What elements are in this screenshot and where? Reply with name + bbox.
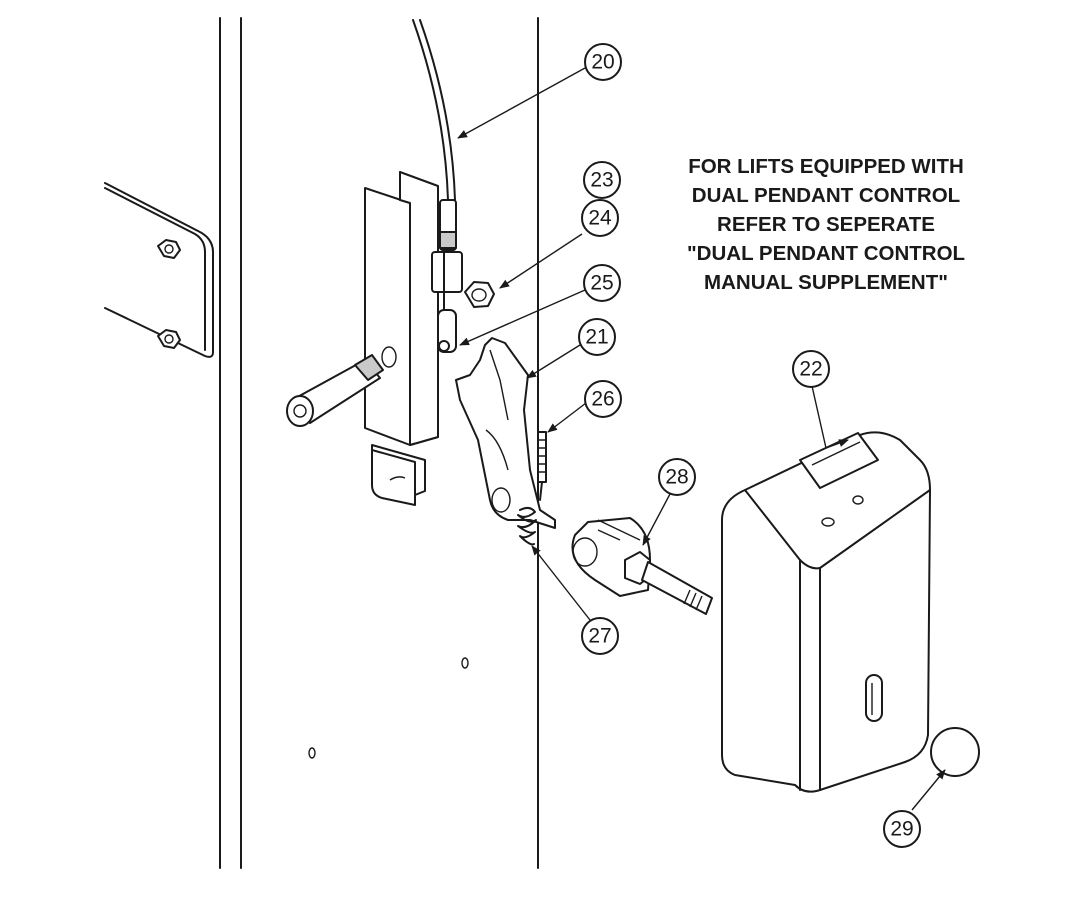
cable-end-fitting — [431, 199, 463, 353]
side-bracket — [104, 182, 214, 358]
callout-27: 27 — [581, 617, 619, 655]
shoulder-bolt — [286, 354, 384, 427]
plug-cap — [930, 727, 980, 777]
column-hole — [308, 747, 316, 759]
note-line-1: FOR LIFTS EQUIPPED WITH — [688, 155, 964, 178]
callout-21: 21 — [578, 318, 616, 356]
callout-label: 22 — [799, 358, 822, 381]
callout-28: 28 — [658, 458, 696, 496]
note-line-2: DUAL PENDANT CONTROL — [692, 184, 960, 207]
leader-lines — [457, 67, 946, 811]
cable — [412, 19, 449, 201]
column-hole — [461, 657, 469, 669]
torsion-spring — [517, 506, 537, 546]
callout-label: 29 — [890, 818, 913, 841]
callout-29: 29 — [883, 810, 921, 848]
callout-label: 24 — [588, 207, 612, 230]
callout-23: 23 — [583, 161, 621, 199]
callout-25: 25 — [583, 264, 621, 302]
callout-label: 23 — [590, 169, 613, 192]
callout-20: 20 — [584, 43, 622, 81]
cover-box — [721, 431, 931, 793]
lock-nut — [464, 281, 495, 308]
callout-label: 20 — [591, 51, 614, 74]
latch-lever — [455, 337, 556, 529]
mounting-bracket — [364, 171, 439, 506]
callout-22: 22 — [792, 350, 830, 388]
supplement-note: FOR LIFTS EQUIPPED WITH DUAL PENDANT CON… — [687, 155, 965, 294]
hex-bolt — [157, 239, 181, 259]
callout-label: 25 — [590, 272, 613, 295]
hex-bolt — [157, 329, 181, 349]
callout-label: 26 — [591, 388, 614, 411]
callout-26: 26 — [584, 380, 622, 418]
note-line-5: MANUAL SUPPLEMENT" — [704, 271, 948, 294]
callout-label: 28 — [665, 466, 688, 489]
note-line-4: "DUAL PENDANT CONTROL — [687, 242, 965, 265]
callout-label: 21 — [585, 326, 608, 349]
note-line-3: REFER TO SEPERATE — [717, 213, 935, 236]
clevis-rod — [571, 517, 713, 615]
callout-label: 27 — [588, 625, 611, 648]
callout-24: 24 — [581, 199, 619, 237]
spring — [537, 431, 547, 501]
